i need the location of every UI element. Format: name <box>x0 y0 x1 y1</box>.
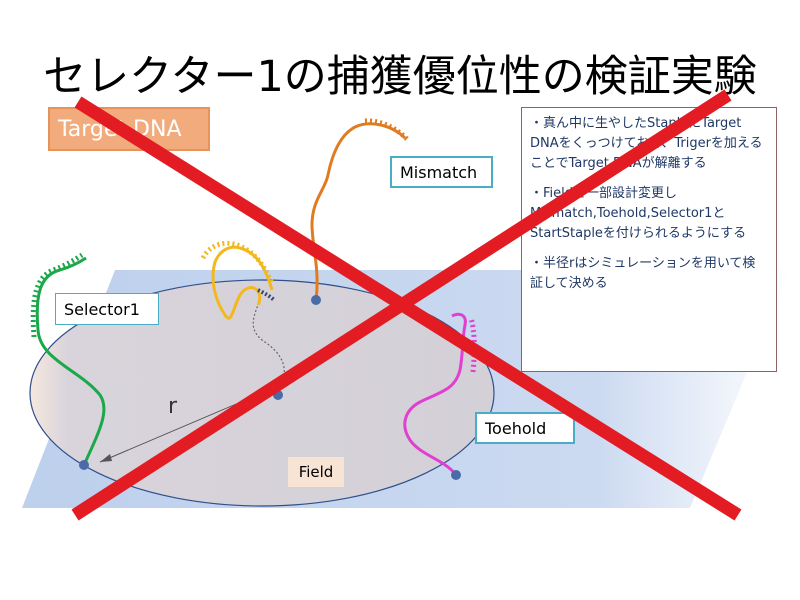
center-strand-ticks <box>200 240 275 285</box>
toehold-ticks <box>468 317 477 373</box>
center-strand-dark-ticks <box>257 288 276 302</box>
note-item: ・半径rはシミュレーションを用いて検証して決める <box>530 256 756 291</box>
toehold-strand <box>403 312 467 476</box>
anchor-mismatch <box>311 295 321 305</box>
note-item: ・Fieldを一部設計変更しMismatch,Toehold,Selector1… <box>530 186 747 241</box>
anchor-toehold <box>451 470 461 480</box>
radius-arrow-head <box>100 454 112 462</box>
center-strand <box>211 245 274 320</box>
selector1-label: Selector1 <box>55 293 159 325</box>
toehold-label: Toehold <box>475 412 575 444</box>
slide-title: セレクター1の捕獲優位性の検証実験 <box>43 52 757 102</box>
cross-line-2 <box>71 89 732 521</box>
center-stem <box>252 304 285 396</box>
mismatch-label: Mismatch <box>390 156 493 188</box>
field-label: Field <box>288 457 344 487</box>
radius-label: r <box>168 394 178 419</box>
selector1-strand <box>35 256 106 466</box>
anchor-selector1 <box>79 460 89 470</box>
